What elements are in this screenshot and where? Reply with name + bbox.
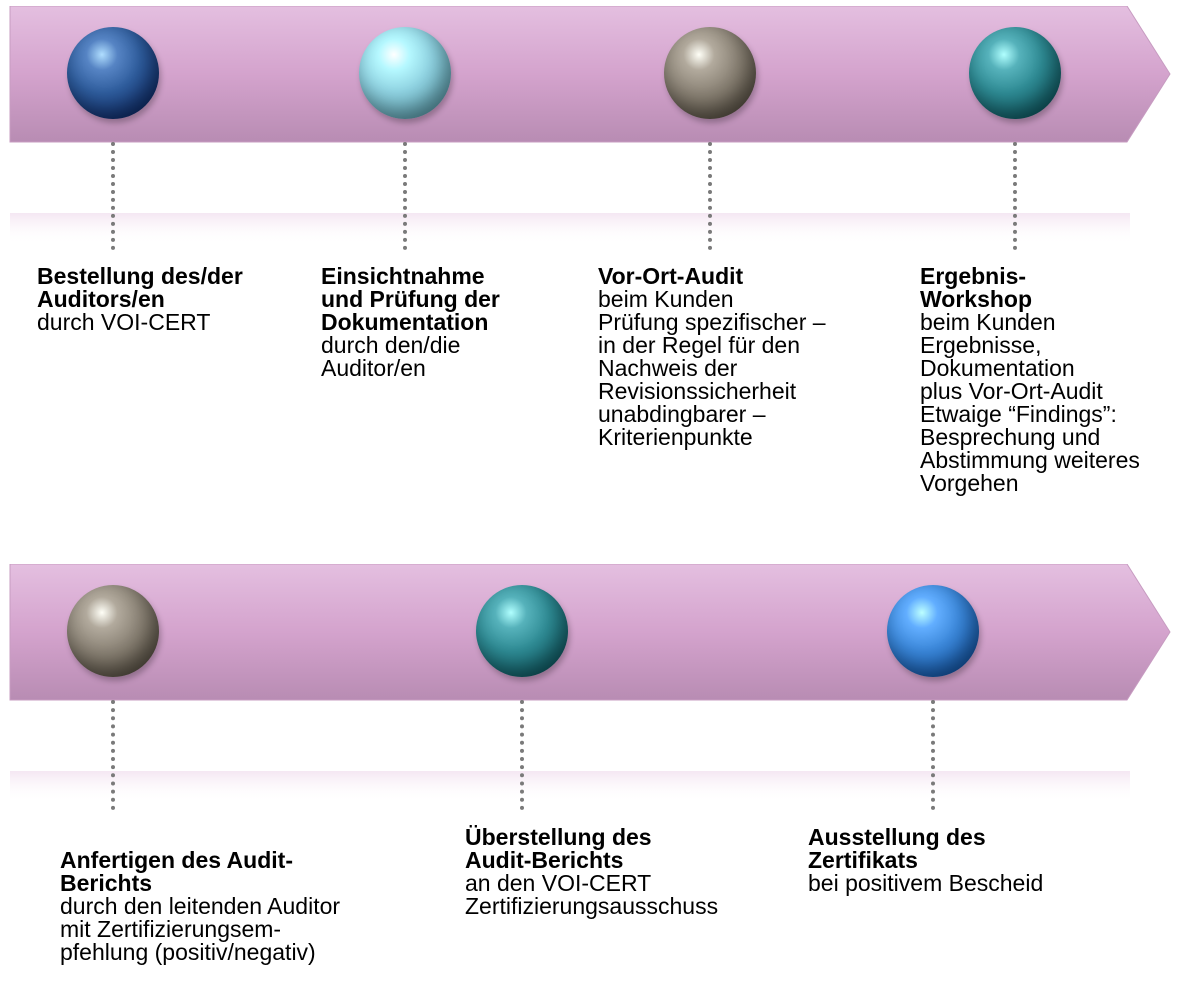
step-connector [403,142,407,250]
step-description-line: beim Kunden [598,286,734,312]
step-description-line: Revisionssicherheit [598,378,797,404]
step-title-line: Vor-Ort-Audit [598,263,744,289]
step-title-line: und Prüfung der [321,286,500,312]
step-title-line: Audit-Berichts [465,847,624,873]
step-connector [931,700,935,810]
step-description-line: Ergebnisse, [920,332,1042,358]
step-title-line: Dokumentation [321,309,489,335]
step-description-line: pfehlung (positiv/negativ) [60,939,316,965]
sphere-taupe-icon [664,27,756,119]
step-description-line: durch den/die [321,332,461,358]
sphere-blue-icon [887,585,979,677]
step-title-line: Workshop [920,286,1033,312]
step-description-line: Prüfung spezifischer – [598,309,826,335]
step-description-line: durch den leitenden Auditor [60,893,341,919]
sphere-darkblue-icon [67,27,159,119]
step-description-line: Nachweis der [598,355,738,381]
step-description-line: Auditor/en [321,355,426,381]
step-title-line: Bestellung des/der [37,263,243,289]
step-title-line: Berichts [60,870,153,896]
step-description-line: Besprechung und [920,424,1101,450]
step-title-line: Anfertigen des Audit- [60,847,293,873]
process-arrow-row-1 [0,6,1195,246]
step-description-line: bei positivem Bescheid [808,870,1044,896]
sphere-teal-icon [969,27,1061,119]
step-description-line: Zertifizierungsausschuss [465,893,719,919]
step-description-line: in der Regel für den [598,332,801,358]
step-title-line: Ausstellung des [808,824,986,850]
step-title-line: Zertifikats [808,847,918,873]
step-description-line: mit Zertifizierungsem- [60,916,282,942]
step-title-line: Einsichtnahme [321,263,485,289]
sphere-taupe-icon [67,585,159,677]
step-title-line: Ergebnis- [920,263,1027,289]
step-description-line: beim Kunden [920,309,1056,335]
step-description-line: durch VOI-CERT [37,309,211,335]
step-connector [1013,142,1017,250]
step-description-line: Abstimmung weiteres [920,447,1140,473]
process-arrow-row-2 [0,564,1195,804]
step-description-line: unabdingbarer – [598,401,766,427]
step-title-line: Überstellung des [465,824,652,850]
step-description-line: plus Vor-Ort-Audit [920,378,1103,404]
sphere-lightblue-icon [359,27,451,119]
step-description-line: Etwaige “Findings”: [920,401,1117,427]
step-connector [520,700,524,810]
step-connector [111,700,115,810]
step-description-line: an den VOI-CERT [465,870,652,896]
step-description-line: Kriterienpunkte [598,424,753,450]
step-description-line: Dokumentation [920,355,1075,381]
sphere-teal-icon [476,585,568,677]
step-description-line: Vorgehen [920,470,1019,496]
step-title-line: Auditors/en [37,286,165,312]
step-connector [708,142,712,250]
step-connector [111,142,115,250]
